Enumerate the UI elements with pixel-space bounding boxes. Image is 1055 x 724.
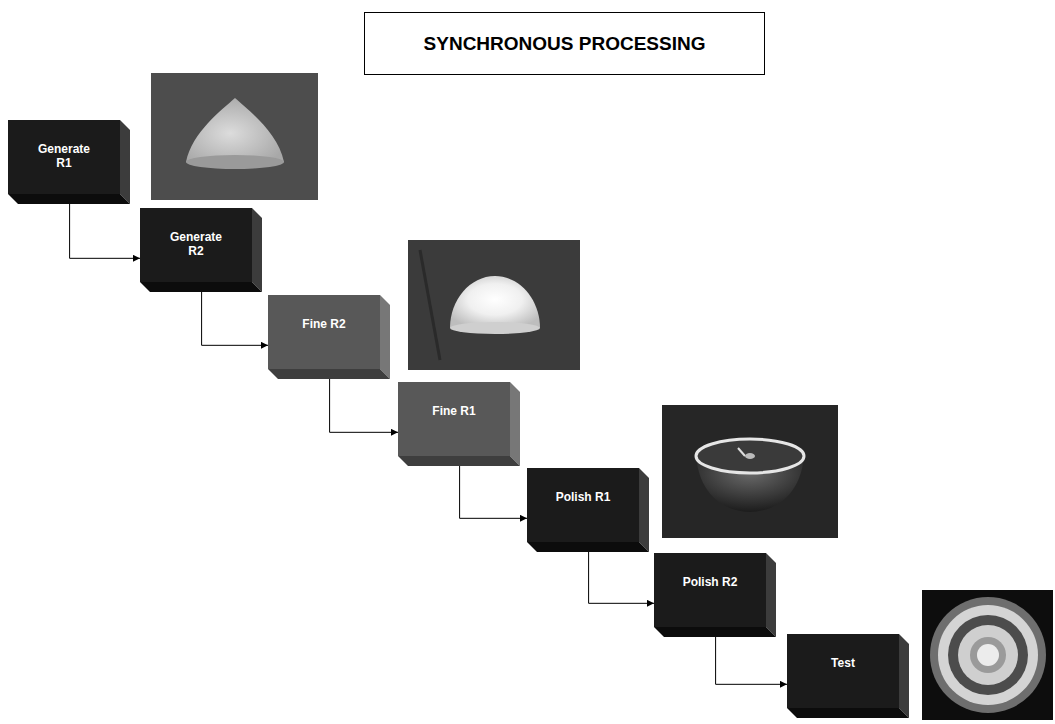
process-box: Test <box>787 634 909 718</box>
process-label: Fine R2 <box>292 317 356 331</box>
process-label: Polish R2 <box>678 575 742 589</box>
process-box: Fine R2 <box>268 295 390 379</box>
title-box: SYNCHRONOUS PROCESSING <box>364 12 765 75</box>
process-box: Fine R1 <box>398 382 520 466</box>
process-box: Polish R1 <box>527 468 649 552</box>
flow-arrow <box>460 466 527 518</box>
process-label: Fine R1 <box>422 404 486 418</box>
process-label: Polish R1 <box>551 490 615 504</box>
box-3d-shape <box>787 634 909 718</box>
diagram-title: SYNCHRONOUS PROCESSING <box>424 33 706 55</box>
box-3d-shape <box>654 553 776 637</box>
cone-photo <box>151 73 318 200</box>
flow-arrow <box>716 637 787 684</box>
box-3d-shape <box>527 468 649 552</box>
process-box: Polish R2 <box>654 553 776 637</box>
interference-photo <box>922 590 1053 720</box>
process-box: Generate R1 <box>8 120 130 204</box>
process-label: Generate R2 <box>164 230 228 259</box>
flow-arrow <box>202 292 268 345</box>
process-label: Generate R1 <box>32 142 96 171</box>
process-label: Test <box>811 656 875 670</box>
box-3d-shape <box>268 295 390 379</box>
flow-arrow <box>589 552 654 603</box>
flow-arrow <box>70 204 140 258</box>
box-3d-shape <box>398 382 520 466</box>
process-box: Generate R2 <box>140 208 262 292</box>
dome-photo <box>408 240 580 370</box>
bowl-photo <box>662 405 838 538</box>
flow-arrow <box>330 379 398 432</box>
